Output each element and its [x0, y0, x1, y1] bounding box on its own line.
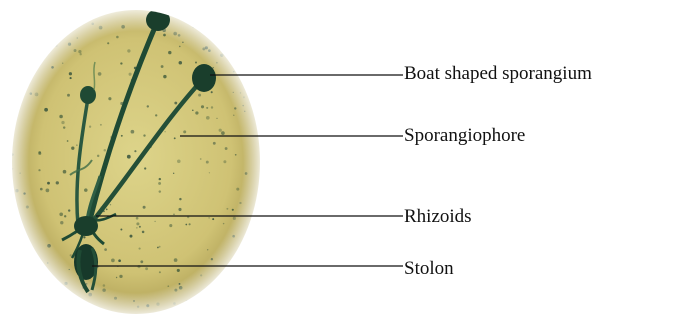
speckle	[250, 298, 253, 301]
speckle	[253, 301, 256, 304]
speckle	[231, 13, 233, 15]
speckle	[45, 18, 48, 21]
speckle	[256, 84, 259, 87]
speckle	[222, 41, 224, 43]
speckle	[258, 248, 260, 250]
speckle	[261, 242, 263, 244]
speckle	[38, 37, 40, 39]
speckle	[21, 311, 24, 314]
label-sporangiophore: Sporangiophore	[404, 126, 525, 145]
speckle	[57, 18, 61, 22]
speckle	[246, 307, 247, 308]
speckle	[226, 18, 230, 22]
speckle	[228, 289, 231, 292]
speckle	[244, 249, 248, 253]
speckle	[241, 64, 243, 66]
speckle	[17, 304, 20, 307]
speckle	[27, 34, 30, 37]
speckle	[26, 29, 27, 30]
speckle	[25, 19, 28, 22]
speckle	[251, 47, 254, 50]
speckle	[189, 17, 191, 19]
speckle	[11, 39, 15, 43]
speckle	[55, 16, 56, 17]
speckle	[253, 300, 256, 303]
speckle	[253, 279, 255, 281]
speckle	[242, 32, 245, 35]
speckle	[14, 62, 16, 64]
label-boat-shaped-sporangium: Boat shaped sporangium	[404, 64, 592, 83]
speckle	[217, 288, 219, 290]
speckle	[82, 304, 86, 308]
speckle	[20, 289, 21, 290]
speckle	[30, 50, 33, 53]
speckle	[35, 49, 37, 51]
speckle	[257, 78, 259, 80]
speckle	[234, 283, 237, 286]
speckle	[64, 306, 66, 308]
speckle	[240, 254, 243, 257]
speckle	[14, 302, 16, 304]
speckle	[255, 250, 258, 253]
speckle	[32, 286, 35, 289]
speckle	[22, 284, 23, 285]
speckle	[21, 296, 23, 298]
speckle	[223, 41, 226, 44]
label-stolon: Stolon	[404, 259, 454, 278]
speckle	[47, 14, 50, 17]
speckle	[168, 10, 171, 13]
label-rhizoids: Rhizoids	[404, 207, 472, 226]
speckle	[256, 249, 259, 252]
boat-shaped-sporangium	[192, 64, 216, 92]
speckle	[54, 283, 56, 285]
speckle	[245, 39, 248, 42]
speckle	[235, 263, 237, 265]
speckle	[22, 57, 25, 60]
hypha-faint	[94, 62, 95, 90]
speckle	[258, 282, 261, 285]
